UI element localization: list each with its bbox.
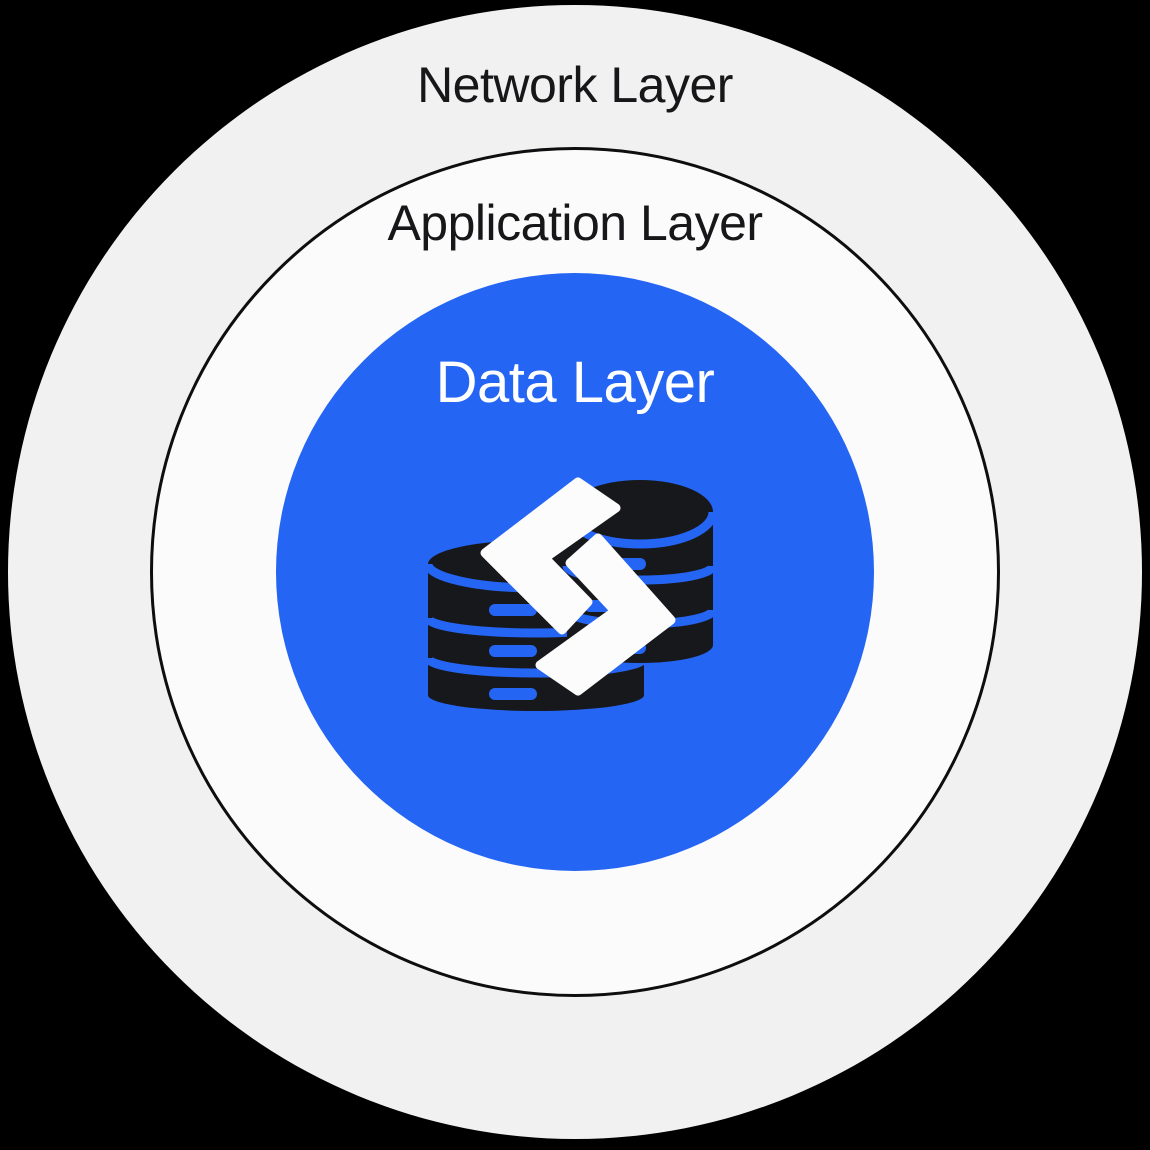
data-layer-label: Data Layer: [435, 350, 715, 415]
network-layer-label: Network Layer: [417, 57, 733, 113]
database-sync-icon: [424, 477, 718, 711]
sync-arrows-icon: [480, 477, 676, 696]
application-layer-label: Application Layer: [387, 195, 763, 251]
